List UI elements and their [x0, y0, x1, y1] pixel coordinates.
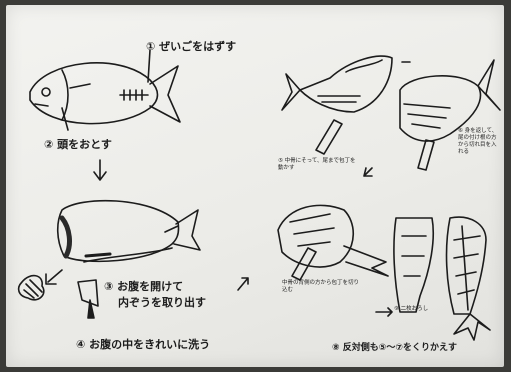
arrow-down-left-icon — [364, 168, 372, 176]
step7-fish-illustration — [278, 205, 388, 280]
fillet-right-illustration — [447, 217, 490, 340]
step-1-label: ① ぜいごをはずす — [146, 38, 236, 54]
step-4-label: ④ お腹の中をきれいに洗う — [76, 336, 210, 352]
arrow-right-icon — [376, 308, 392, 316]
arrow-left-icon — [46, 270, 62, 284]
headless-fish-illustration — [58, 201, 200, 262]
whole-fish-illustration — [30, 50, 180, 130]
step-3-label-line1: ③ お腹を開けて — [104, 278, 183, 294]
step-2-label: ② 頭をおとす — [44, 136, 112, 152]
knife-icon — [78, 280, 98, 318]
fillet-left-illustration — [394, 218, 433, 312]
step-3-label-line2: 内ぞうを取り出す — [118, 294, 206, 310]
step-5-label: ⑤ 中骨にそって、尾まで包丁を動かす — [278, 158, 360, 172]
step-8-label: ⑧ 反対側も⑤～⑦をくりかえす — [332, 340, 457, 353]
guts-illustration — [19, 276, 44, 300]
step-7-label: 中骨の背側の方から包丁を切り込む — [282, 280, 362, 294]
step-9-label: ⑨ 二枚おろし — [394, 306, 434, 313]
step-6-label: ⑥ 身を返して、尾の付け根の方から切れ目を入れる — [458, 128, 498, 156]
step5-fish-illustration — [282, 56, 392, 154]
arrow-up-right-icon — [238, 278, 248, 290]
arrow-down-icon — [94, 160, 106, 180]
